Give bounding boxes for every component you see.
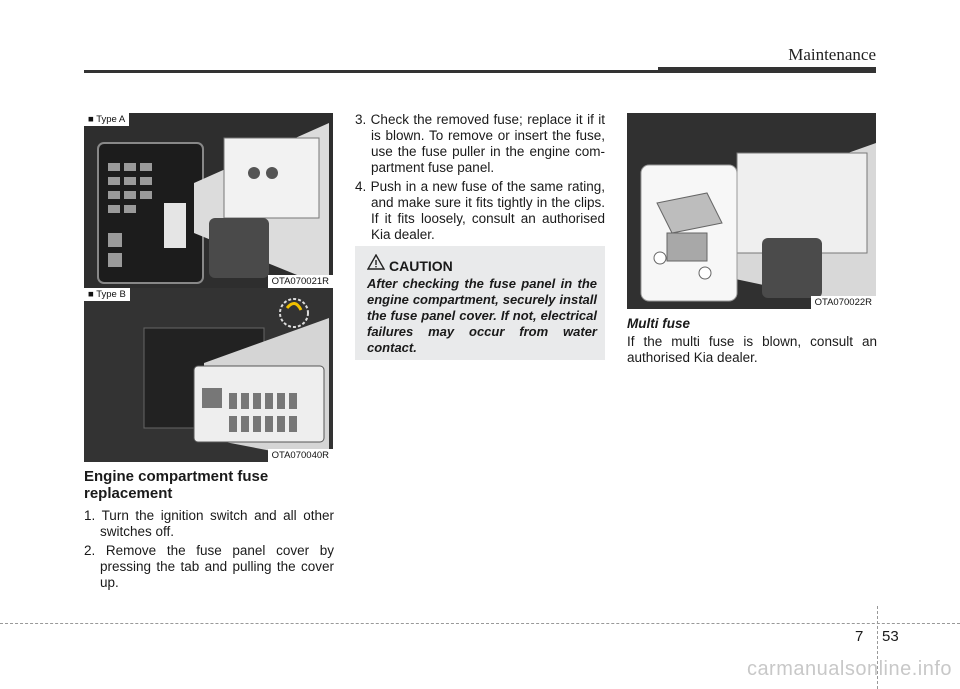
step-4: 4. Push in a new fuse of the same rating…	[355, 179, 605, 242]
caution-box: CAUTION After checking the fuse panel in…	[355, 246, 605, 360]
chapter-number: 7	[855, 628, 864, 645]
section-heading: Engine compartment fuse replacement	[84, 468, 269, 502]
left-column: Engine compartment fuse replacement 1. T…	[84, 468, 334, 594]
figure-label-type-a: ■ Type A	[84, 113, 130, 126]
footer-divider	[877, 606, 878, 689]
figure-label-type-b: ■ Type B	[84, 288, 130, 301]
engine-fuse-box-photo-type-b	[84, 288, 333, 462]
figure-type-b: ■ Type B OTA070040R	[84, 288, 333, 462]
caution-title: CAUTION	[389, 258, 453, 274]
multi-fuse-photo	[627, 113, 876, 309]
middle-column: 3. Check the removed fuse; replace it if…	[355, 112, 605, 246]
steps-list-middle: 3. Check the removed fuse; replace it if…	[355, 112, 605, 243]
page-header-title: Maintenance	[788, 45, 876, 64]
header-rule	[84, 70, 876, 73]
watermark: carmanualsonline.info	[746, 658, 952, 680]
engine-fuse-box-photo-type-a	[84, 113, 333, 288]
footer-rule	[0, 623, 960, 624]
step-1: 1. Turn the ignition switch and all othe…	[84, 508, 334, 539]
warning-triangle-icon	[367, 254, 385, 270]
multi-fuse-text: If the multi fuse is blown, consult an a…	[627, 334, 877, 365]
caution-text: After checking the fuse panel in the eng…	[367, 276, 597, 355]
steps-list-left: 1. Turn the ignition switch and all othe…	[84, 508, 334, 591]
multi-fuse-heading: Multi fuse	[627, 316, 690, 331]
figure-code-type-b: OTA070040R	[267, 449, 333, 462]
header-rule-accent	[658, 67, 876, 73]
step-3: 3. Check the removed fuse; replace it if…	[355, 112, 605, 175]
step-2: 2. Remove the fuse panel cover by pressi…	[84, 543, 334, 590]
figure-code-multi-fuse: OTA070022R	[810, 296, 876, 309]
page-number: 53	[882, 628, 899, 645]
figure-multi-fuse: OTA070022R	[627, 113, 876, 309]
figure-type-a: ■ Type A OTA070021R	[84, 113, 333, 288]
figure-code-type-a: OTA070021R	[267, 275, 333, 288]
right-column: Multi fuse If the multi fuse is blown, c…	[627, 316, 877, 366]
